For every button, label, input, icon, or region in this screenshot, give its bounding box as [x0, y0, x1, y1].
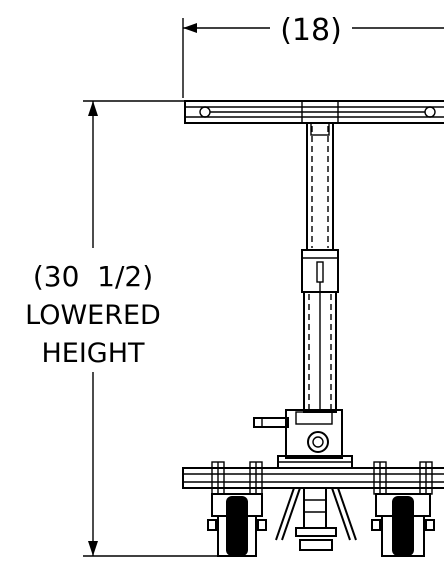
top-tray: [184, 100, 444, 124]
center-mechanism: [275, 487, 357, 551]
width-dimension-label: (18): [280, 13, 342, 48]
height-dimension-value: (30 1/2): [33, 260, 153, 293]
base-frame: [182, 461, 444, 495]
width-dimension: (18): [182, 13, 444, 98]
telescoping-column: [301, 122, 339, 413]
base-housing: [253, 409, 353, 469]
right-caster: [371, 493, 435, 557]
height-dimension: (30 1/2) LOWERED HEIGHT: [25, 100, 240, 557]
height-dimension-line1: LOWERED: [25, 300, 161, 331]
left-caster: [207, 493, 267, 557]
height-dimension-line2: HEIGHT: [41, 338, 145, 369]
